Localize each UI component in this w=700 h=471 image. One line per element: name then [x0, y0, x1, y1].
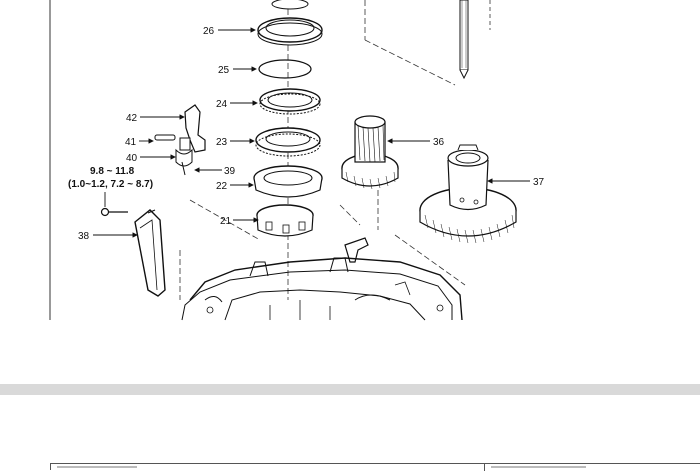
callout-22: 22 [216, 181, 228, 192]
cup-22 [253, 165, 323, 198]
leader-lines [93, 27, 530, 238]
callout-41: 41 [125, 137, 137, 148]
callout-26: 26 [203, 26, 215, 37]
callout-36: 36 [433, 137, 445, 148]
slotted-ring-21 [256, 204, 314, 237]
cover-38 [134, 209, 166, 297]
callout-24: 24 [216, 99, 228, 110]
small-bracket [344, 237, 369, 263]
callout-23: 23 [216, 137, 228, 148]
center-axis [179, 0, 466, 300]
cut-off-header-text-left [57, 466, 137, 468]
transaxle-case [181, 257, 463, 321]
ring-26 [257, 0, 323, 46]
torque-spec-line2: (1.0~1.2, 7.2 ~ 8.7) [68, 179, 153, 190]
table-column-separator [484, 464, 485, 471]
callout-21: 21 [220, 216, 232, 227]
cut-off-header-text-right [491, 466, 586, 468]
output-shaft [459, 0, 491, 80]
callout-42: 42 [126, 113, 138, 124]
differential-37 [419, 144, 517, 244]
bearing-23 [255, 127, 321, 157]
gear-36 [341, 115, 399, 190]
shift-lever-assembly [154, 104, 206, 176]
callout-39: 39 [224, 166, 236, 177]
bearing-24 [259, 88, 321, 115]
snap-ring-25 [258, 59, 312, 79]
callout-25: 25 [218, 65, 230, 76]
exploded-parts-diagram: 26 25 24 23 42 41 40 39 22 21 38 36 37 9… [49, 0, 545, 321]
callout-37: 37 [533, 177, 545, 188]
callout-40: 40 [126, 153, 138, 164]
torque-spec-line1: 9.8 ~ 11.8 [90, 166, 135, 177]
next-table-header-strip [50, 463, 700, 471]
bolt [100, 207, 128, 217]
section-divider [0, 384, 700, 395]
callout-38: 38 [78, 231, 90, 242]
